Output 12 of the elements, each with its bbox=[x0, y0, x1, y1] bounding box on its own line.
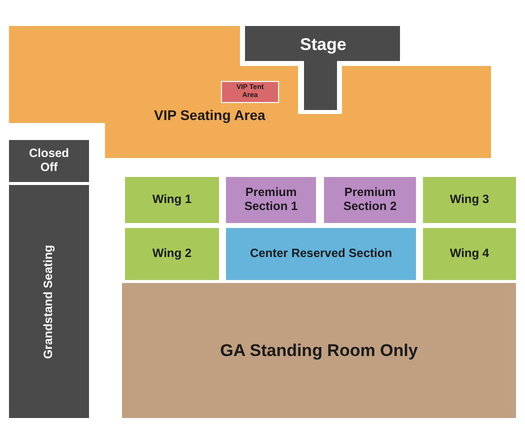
seating-section: Wing 4 bbox=[423, 228, 516, 280]
area-label: VIP Seating Area bbox=[154, 107, 266, 124]
standing-area: GA Standing Room Only bbox=[122, 283, 516, 418]
seating-section: Premium Section 2 bbox=[324, 177, 416, 223]
closed-off-area: Closed Off bbox=[9, 140, 89, 182]
seating-section: Premium Section 1 bbox=[226, 177, 316, 223]
seating-section: Wing 2 bbox=[125, 228, 219, 280]
seating-section: Wing 3 bbox=[423, 177, 516, 223]
grandstand-seating: Grandstand Seating bbox=[9, 185, 89, 418]
seating-section: Wing 1 bbox=[125, 177, 219, 223]
seating-section: Center Reserved Section bbox=[226, 228, 416, 280]
area-label: Stage bbox=[300, 35, 346, 55]
